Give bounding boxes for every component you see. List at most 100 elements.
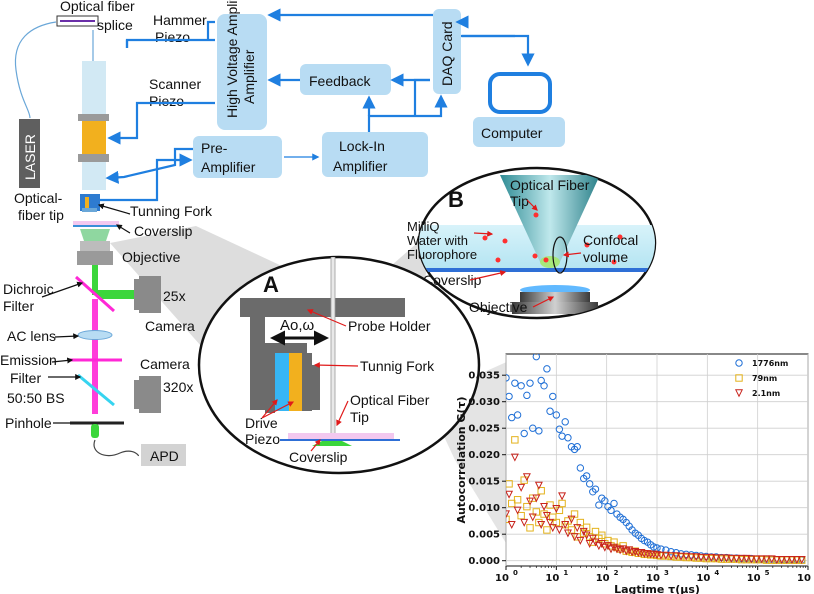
y-axis-label: Autocorrelation G(τ) [455, 396, 468, 523]
data-point-2.1nm [619, 545, 628, 554]
label-camera-320x: Camera [140, 356, 190, 372]
data-point-2.1nm [513, 506, 522, 515]
hv-amplifier-label-2: Amplifier [241, 49, 257, 104]
autocorrelation-chart: 1001011021031041051060.0000.0050.0100.01… [455, 353, 811, 594]
data-point-1776nm [526, 379, 534, 387]
data-point-2.1nm [579, 527, 588, 536]
x-tick-exponent: 4 [714, 569, 719, 577]
data-point-2.1nm [792, 555, 801, 564]
data-point-2.1nm [585, 540, 594, 549]
data-point-2.1nm [682, 552, 691, 561]
data-point-79nm [543, 526, 551, 534]
data-point-2.1nm [712, 554, 721, 563]
data-point-2.1nm [692, 553, 701, 562]
x-tick-exponent: 1 [563, 569, 568, 577]
data-point-1776nm [662, 546, 670, 554]
y-tick-label: 0.025 [468, 424, 500, 435]
data-point-1776nm [543, 365, 551, 373]
inset-a-ao: Ao,ω [280, 317, 315, 334]
computer-block [473, 117, 565, 147]
data-point-2.1nm [567, 515, 576, 524]
data-point-2.1nm [573, 524, 582, 533]
data-point-2.1nm [707, 553, 716, 562]
data-point-1776nm [523, 391, 531, 400]
label-scanner-piezo: Piezo [149, 93, 184, 109]
data-point-2.1nm [782, 555, 791, 564]
label-optical-tip: Optical- [14, 190, 63, 206]
data-point-2.1nm [607, 545, 616, 554]
label-emission: Emission [0, 352, 57, 368]
data-point-2.1nm [697, 553, 706, 562]
label-apd: APD [150, 448, 179, 464]
laser-label: LASER [22, 134, 38, 180]
data-point-2.1nm [767, 555, 776, 564]
data-point-2.1nm [667, 552, 676, 561]
daq-card-block [433, 9, 461, 94]
camera-25x [139, 276, 161, 313]
y-tick-label: 0.030 [468, 397, 500, 408]
data-point-79nm [508, 499, 516, 508]
lock-in-block [322, 132, 428, 177]
data-point-2.1nm [522, 473, 531, 482]
data-point-2.1nm [520, 518, 529, 527]
data-point-2.1nm [597, 540, 606, 549]
label-splice: splice [97, 17, 133, 33]
data-point-1776nm [607, 506, 615, 515]
data-point-2.1nm [631, 547, 640, 557]
data-point-2.1nm [702, 553, 711, 562]
inset-b-fiber: Optical Fiber [510, 177, 590, 193]
feedback-block [300, 64, 391, 95]
y-tick-label: 0.010 [468, 503, 500, 514]
label-dichroic-filter: Filter [3, 298, 34, 314]
data-point-1776nm [549, 392, 557, 401]
x-tick-label: 10 [545, 573, 559, 584]
data-point-2.1nm [722, 554, 731, 563]
data-point-1776nm [517, 382, 525, 390]
data-point-2.1nm [591, 538, 600, 547]
data-point-2.1nm [555, 526, 564, 535]
scanner-top [82, 61, 106, 115]
data-point-79nm [535, 518, 543, 527]
data-point-2.1nm [517, 483, 526, 492]
inset-b: B Optical Fiber Tip MilliQ Water with Fl… [407, 166, 657, 320]
data-point-79nm [506, 480, 513, 488]
label-objective: Objective [122, 249, 181, 265]
data-point-1776nm [546, 407, 554, 415]
y-tick-label: 0.035 [468, 371, 500, 382]
data-point-1776nm [520, 429, 528, 438]
data-point-2.1nm [552, 505, 561, 514]
data-point-1776nm [573, 443, 581, 451]
inset-b-objective: Objective [469, 299, 528, 315]
data-point-1776nm [595, 501, 603, 509]
data-point-2.1nm [656, 551, 665, 560]
data-point-1776nm [650, 543, 658, 551]
data-point-2.1nm [563, 529, 572, 538]
inset-a: A Ao,ω Probe Holder Tunnig Fork Drive Pi… [197, 255, 481, 475]
data-point-1776nm [532, 354, 541, 361]
daq-card-label: DAQ Card [439, 21, 455, 86]
data-point-1776nm [506, 374, 510, 382]
data-point-1776nm [535, 427, 543, 435]
scanner-piezo [82, 121, 106, 154]
data-point-2.1nm [757, 555, 766, 564]
data-point-2.1nm [732, 554, 741, 563]
data-point-2.1nm [561, 520, 570, 529]
data-point-1776nm [540, 382, 548, 390]
data-point-2.1nm [570, 533, 579, 542]
inset-b-volume: volume [583, 249, 628, 265]
data-point-1776nm [561, 418, 569, 426]
data-point-2.1nm [510, 453, 519, 462]
label-dichroic: Dichroic [3, 281, 54, 297]
lock-in-label-2: Amplifier [333, 158, 388, 174]
data-point-2.1nm [558, 492, 567, 501]
y-tick-label: 0.015 [468, 477, 500, 488]
x-tick-label: 10 [495, 573, 509, 584]
hv-amplifier-block [217, 14, 267, 130]
pre-amplifier-label-1: Pre- [201, 140, 228, 156]
label-pinhole: Pinhole [5, 415, 52, 431]
setup-labels: Optical fiber splice Hammer Piezo Scanne… [0, 0, 213, 464]
legend-label: 79nm [752, 374, 777, 383]
lock-in-label-1: Lock-In [339, 138, 385, 154]
